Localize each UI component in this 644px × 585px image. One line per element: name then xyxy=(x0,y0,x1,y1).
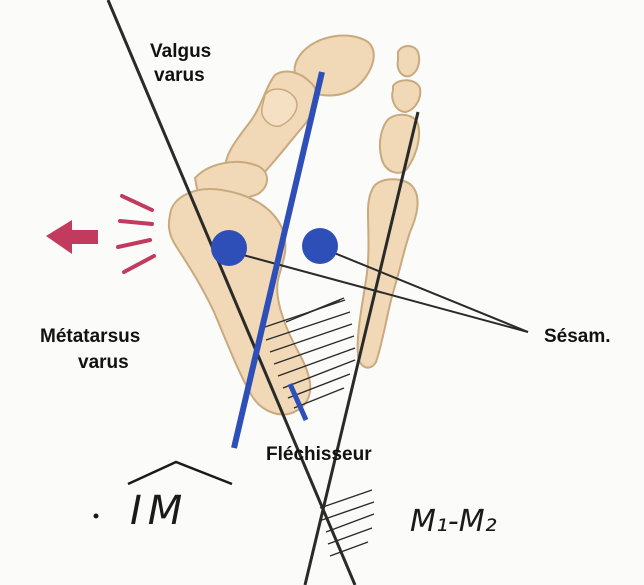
second-toe-proximal xyxy=(378,113,420,174)
sesam-pointer-2 xyxy=(321,247,529,333)
sesamoid-dot-medial xyxy=(211,230,247,266)
handwritten-m1-m2: M₁-M₂ xyxy=(410,504,497,539)
im-hat-icon xyxy=(127,460,233,486)
second-toe-tip xyxy=(396,45,421,78)
label-valgus-line2: varus xyxy=(154,65,205,86)
label-sesam: Sésam. xyxy=(544,326,611,347)
label-metatarsus: Métatarsus varus xyxy=(40,324,140,376)
sesamoid-dot-lateral xyxy=(302,228,338,264)
hallux-phalanges xyxy=(193,34,375,201)
phalanx-joint xyxy=(261,88,298,127)
metatarsal-blue-axis xyxy=(231,71,325,449)
second-toe-middle xyxy=(391,79,422,114)
first-metatarsal xyxy=(167,188,312,416)
m2-axis-line xyxy=(303,111,420,585)
flexor-tendon-lines xyxy=(261,297,375,557)
second-toe xyxy=(378,45,422,174)
handwritten-im: IM xyxy=(130,488,189,534)
bullet-dot xyxy=(93,513,99,519)
motion-strokes-icon xyxy=(116,194,156,274)
medial-shift-arrow xyxy=(46,194,156,274)
label-valgus-line1: Valgus xyxy=(150,41,212,62)
arrow-icon xyxy=(46,220,98,254)
label-metatarsus-line2: varus xyxy=(78,352,129,373)
flexor-blue-marker xyxy=(287,382,309,422)
sesam-pointer-1 xyxy=(231,251,529,333)
label-flechisseur: Fléchisseur xyxy=(266,444,372,465)
valgus-axis-line xyxy=(106,0,357,585)
second-metatarsal xyxy=(356,178,419,369)
label-valgus: Valgus varus xyxy=(150,40,211,88)
label-metatarsus-line1: Métatarsus xyxy=(40,326,141,347)
